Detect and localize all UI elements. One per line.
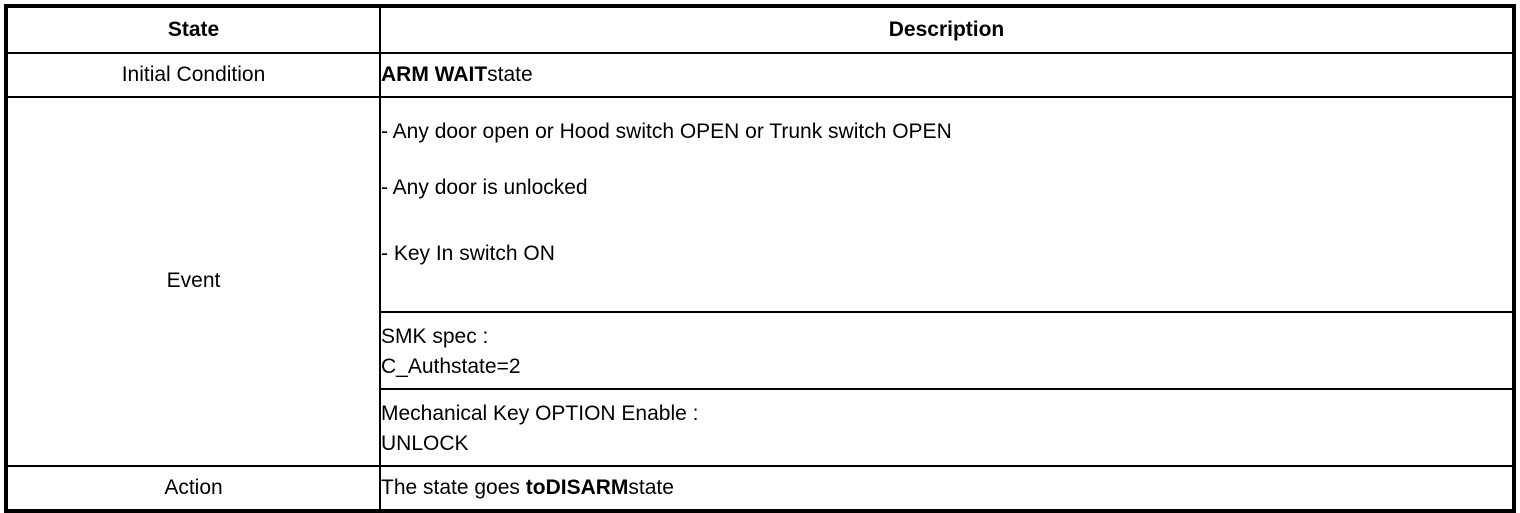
list-item: - Key In switch ON bbox=[381, 242, 555, 265]
list-item: - Any door open or Hood switch OPEN or T… bbox=[381, 120, 952, 143]
event-condition-list: - Any door open or Hood switch OPEN or T… bbox=[381, 107, 1512, 305]
action-prefix-text: The state goes bbox=[381, 475, 526, 499]
action-suffix-text: state bbox=[628, 475, 674, 499]
mechanical-key-value: UNLOCK bbox=[381, 432, 469, 455]
table-row-event-conditions: Event - Any door open or Hood switch OPE… bbox=[5, 96, 1515, 467]
row-label-event: Event bbox=[5, 96, 381, 467]
cell-event-conditions: - Any door open or Hood switch OPEN or T… bbox=[379, 96, 1515, 313]
cell-initial-condition-description: ARM WAITstate bbox=[379, 52, 1515, 98]
initial-condition-state-suffix: state bbox=[487, 62, 533, 86]
cell-action-description: The state goes toDISARMstate bbox=[379, 465, 1515, 512]
table-row-action: Action The state goes toDISARMstate bbox=[5, 465, 1515, 512]
table-row-smk-spec: SMK spec : C_Authstate=2 bbox=[6, 311, 1515, 390]
table-row-mechanical-key: Mechanical Key OPTION Enable : UNLOCK bbox=[6, 388, 1515, 467]
column-header-description: Description bbox=[379, 5, 1515, 54]
cell-smk-spec: SMK spec : C_Authstate=2 bbox=[379, 311, 1515, 390]
action-target-state: toDISARM bbox=[525, 475, 629, 499]
smk-spec-title: SMK spec : bbox=[381, 325, 489, 348]
cell-mechanical-key-option: Mechanical Key OPTION Enable : UNLOCK bbox=[379, 388, 1515, 467]
table-header-row: State Description bbox=[5, 5, 1515, 54]
mechanical-key-title: Mechanical Key OPTION Enable : bbox=[381, 402, 699, 425]
row-label-action: Action bbox=[5, 465, 381, 512]
smk-spec-value: C_Authstate=2 bbox=[381, 355, 521, 378]
row-label-initial-condition: Initial Condition bbox=[5, 52, 381, 98]
table-row-initial-condition: Initial Condition ARM WAITstate bbox=[5, 52, 1515, 98]
column-header-state: State bbox=[5, 5, 381, 54]
state-description-table: State Description Initial Condition ARM … bbox=[4, 4, 1516, 513]
initial-condition-state-name: ARM WAIT bbox=[381, 62, 488, 86]
document-page: State Description Initial Condition ARM … bbox=[4, 4, 1516, 513]
list-item: - Any door is unlocked bbox=[381, 176, 588, 199]
